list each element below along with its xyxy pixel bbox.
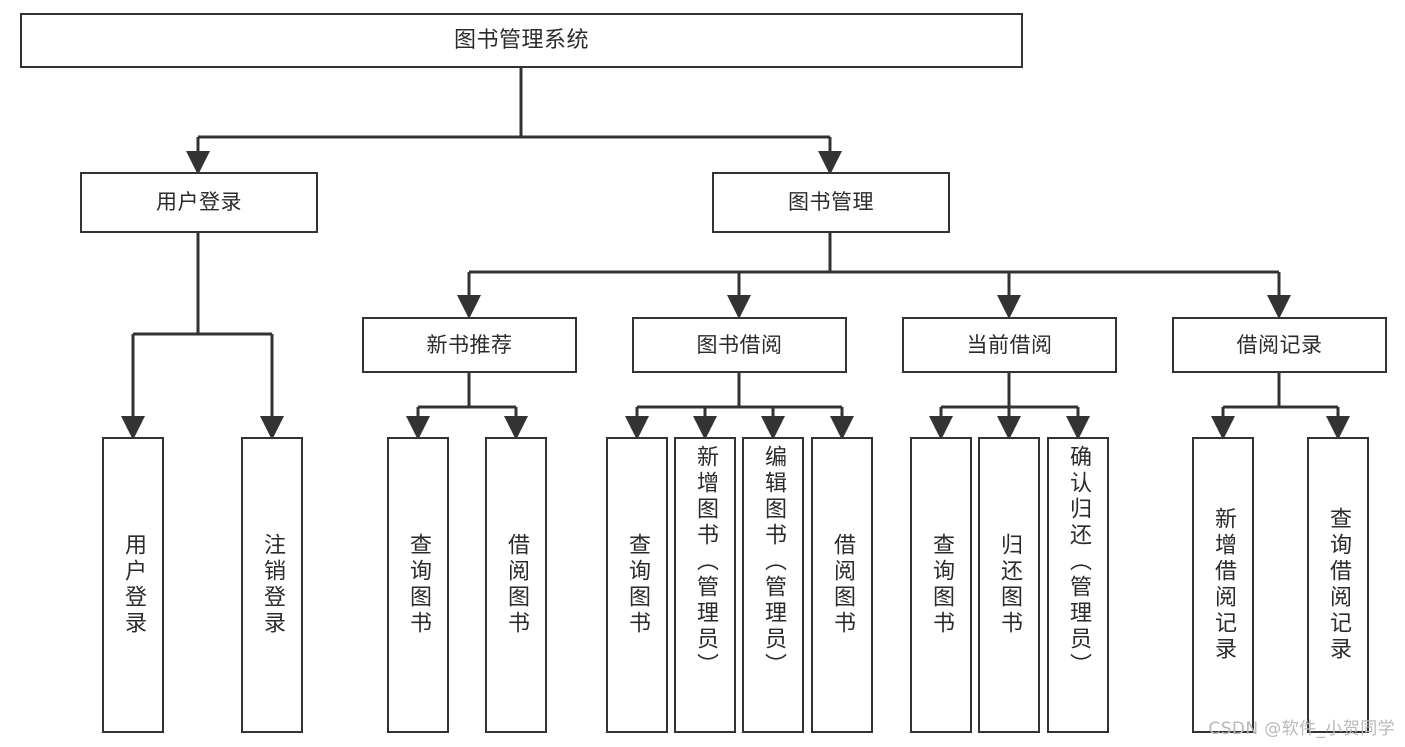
leaf-borrow-record-0-label: 新增借阅记录 [1211,507,1236,663]
leaf-book-borrow-3-label: 借阅图书 [830,533,855,637]
node-borrow-record-label: 借阅记录 [1236,332,1323,357]
leaf-book-borrow-3[interactable]: 借阅图书 [811,437,873,733]
node-root[interactable]: 图书管理系统 [20,13,1023,68]
leaf-book-borrow-0-label: 查询图书 [625,533,650,637]
node-current-borrow-label: 当前借阅 [966,332,1053,357]
node-book-manage[interactable]: 图书管理 [712,172,950,233]
watermark-text: CSDN @软件_小贺同学 [1208,719,1395,739]
leaf-current-borrow-1[interactable]: 归还图书 [978,437,1040,733]
node-book-borrow[interactable]: 图书借阅 [632,317,847,373]
leaf-current-borrow-2[interactable]: 确认归还（管理员） [1047,437,1109,733]
leaf-user-login-0[interactable]: 用户登录 [102,437,164,733]
leaf-current-borrow-2-label: 确认归还（管理员） [1066,445,1091,679]
node-new-book-recommend[interactable]: 新书推荐 [362,317,577,373]
node-user-login-label: 用户登录 [156,190,242,215]
leaf-user-login-1-label: 注销登录 [260,533,285,637]
leaf-borrow-record-0[interactable]: 新增借阅记录 [1192,437,1254,733]
leaf-book-borrow-2-label: 编辑图书（管理员） [761,445,786,679]
leaf-borrow-record-1[interactable]: 查询借阅记录 [1307,437,1369,733]
node-root-label: 图书管理系统 [453,27,589,53]
leaf-new-book-1[interactable]: 借阅图书 [485,437,547,733]
leaf-book-borrow-1[interactable]: 新增图书（管理员） [674,437,736,733]
leaf-borrow-record-1-label: 查询借阅记录 [1326,507,1351,663]
leaf-current-borrow-0-label: 查询图书 [929,533,954,637]
node-book-borrow-label: 图书借阅 [696,332,783,357]
node-user-login[interactable]: 用户登录 [80,172,318,233]
leaf-book-borrow-2[interactable]: 编辑图书（管理员） [742,437,804,733]
node-borrow-record[interactable]: 借阅记录 [1172,317,1387,373]
leaf-new-book-0[interactable]: 查询图书 [387,437,449,733]
node-current-borrow[interactable]: 当前借阅 [902,317,1117,373]
leaf-book-borrow-0[interactable]: 查询图书 [606,437,668,733]
leaf-book-borrow-1-label: 新增图书（管理员） [693,445,718,679]
leaf-new-book-0-label: 查询图书 [406,533,431,637]
node-book-manage-label: 图书管理 [788,190,874,215]
leaf-user-login-1[interactable]: 注销登录 [241,437,303,733]
leaf-current-borrow-1-label: 归还图书 [997,533,1022,637]
leaf-new-book-1-label: 借阅图书 [504,533,529,637]
node-new-book-recommend-label: 新书推荐 [426,332,513,357]
leaf-current-borrow-0[interactable]: 查询图书 [910,437,972,733]
leaf-user-login-0-label: 用户登录 [121,533,146,637]
